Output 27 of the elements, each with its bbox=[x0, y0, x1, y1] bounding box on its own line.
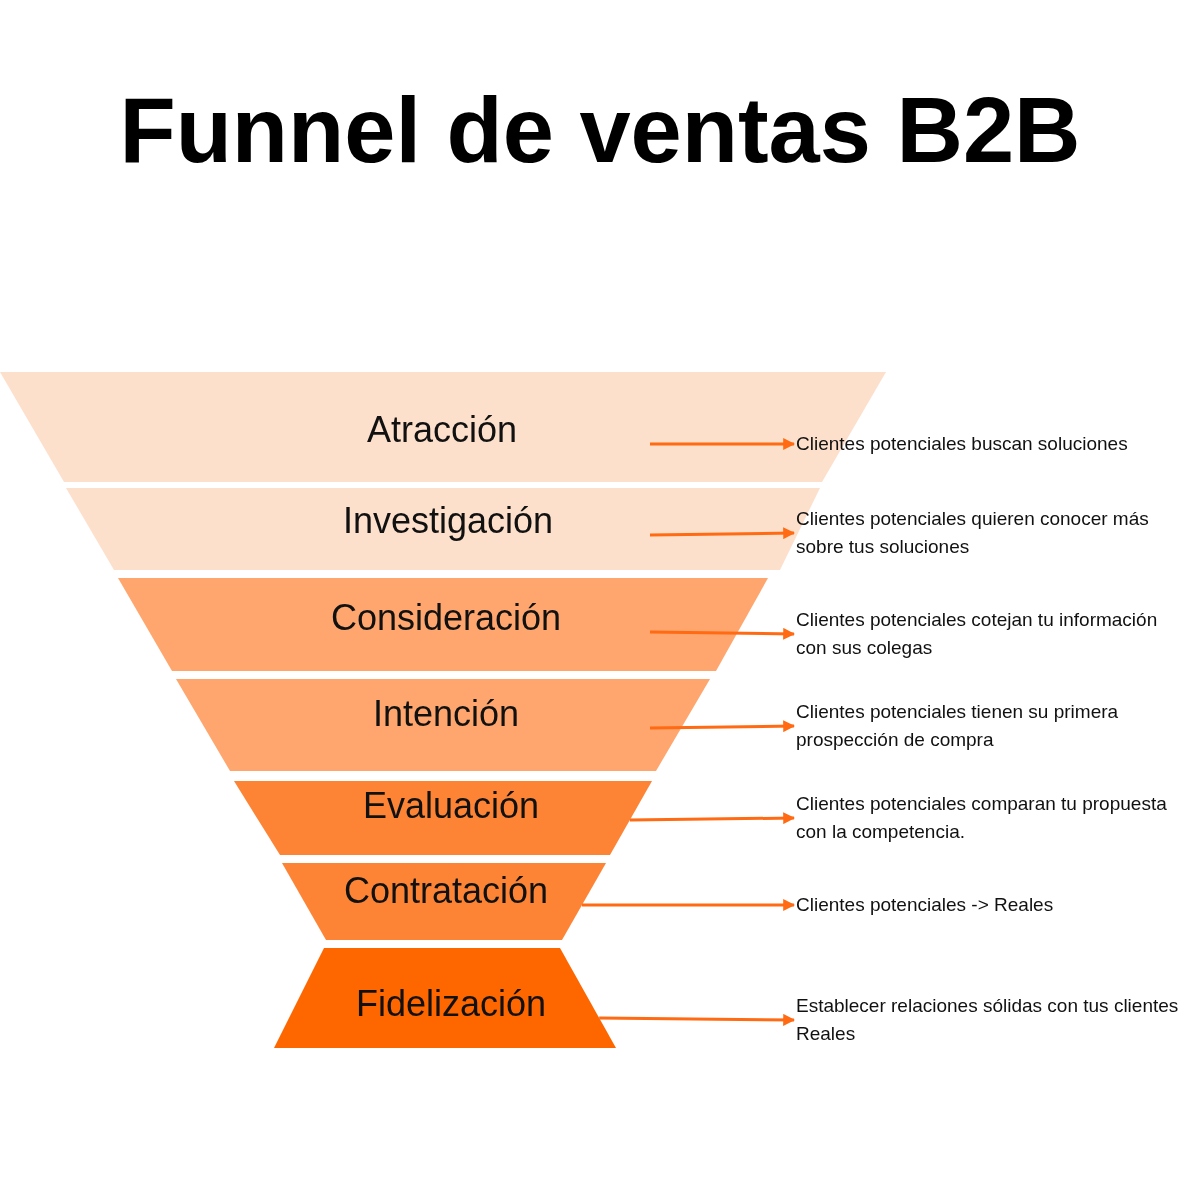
stage-label: Contratación bbox=[342, 871, 550, 911]
arrow bbox=[599, 1013, 796, 1026]
arrow bbox=[582, 899, 796, 911]
stage-description: Clientes potenciales quieren conocer más sobre tus soluciones bbox=[796, 505, 1186, 561]
arrow bbox=[649, 527, 796, 540]
funnel-stage bbox=[282, 863, 606, 940]
stage-label: Evaluación bbox=[361, 786, 541, 826]
funnel-stage bbox=[176, 679, 710, 771]
stage-description: Clientes potenciales tienen su primera prospección de compra bbox=[796, 698, 1186, 754]
stage-label: Atracción bbox=[365, 410, 519, 450]
stage-label: Consideración bbox=[329, 598, 563, 638]
arrow bbox=[629, 812, 796, 825]
funnel-stage bbox=[234, 781, 652, 855]
funnel-stage bbox=[118, 578, 768, 671]
funnel-stage bbox=[274, 948, 616, 1048]
arrow bbox=[649, 720, 796, 733]
stage-label: Fidelización bbox=[354, 984, 548, 1024]
title: Funnel de ventas B2B bbox=[118, 80, 1082, 182]
arrow bbox=[650, 438, 796, 450]
stage-label: Intención bbox=[371, 694, 521, 734]
stage-description: Clientes potenciales cotejan tu información con sus colegas bbox=[796, 606, 1186, 662]
stage-label: Investigación bbox=[341, 501, 555, 541]
stage-description: Clientes potenciales buscan soluciones bbox=[796, 430, 1186, 458]
stage-description: Clientes potenciales -> Reales bbox=[796, 891, 1186, 919]
arrow bbox=[649, 627, 796, 640]
stage-description: Clientes potenciales comparan tu propuesta con la competencia. bbox=[796, 790, 1186, 846]
stage-description: Establecer relaciones sólidas con tus clientes Reales bbox=[796, 992, 1186, 1048]
